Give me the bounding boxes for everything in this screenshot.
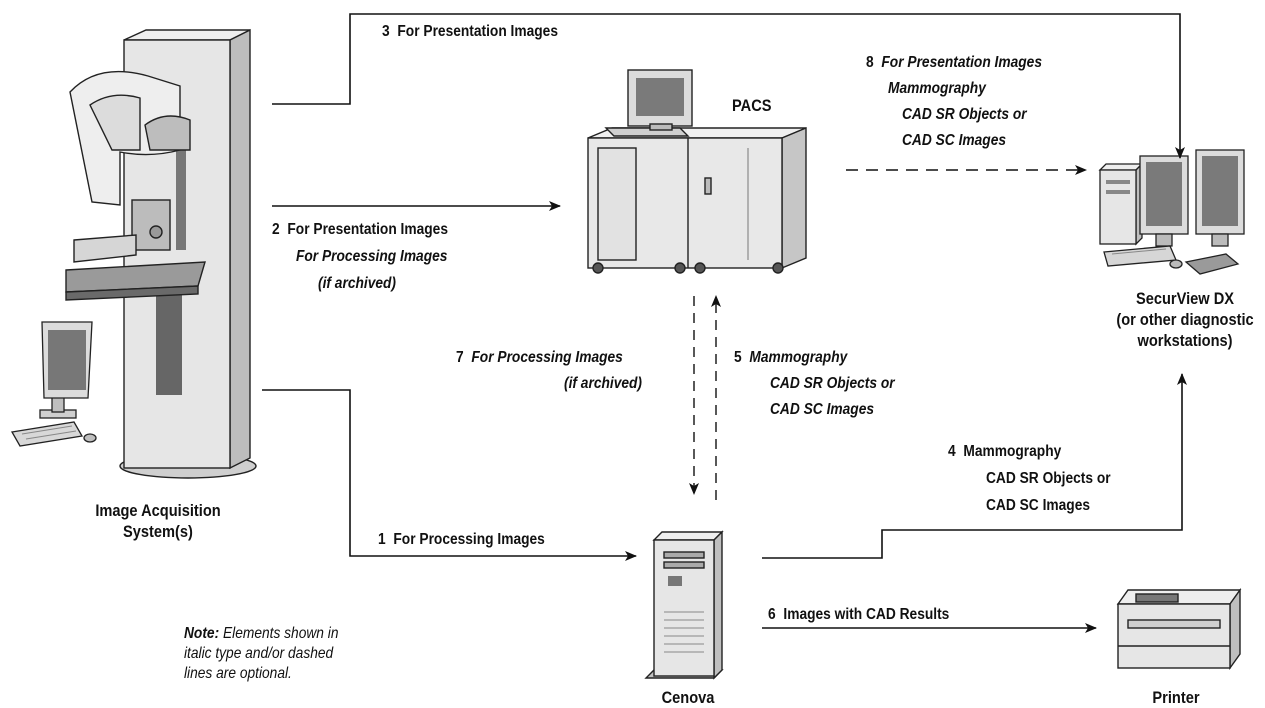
securview-caption: SecurView DX (or other diagnostic workst… [1099, 288, 1265, 351]
acquisition-caption-line1: Image Acquisition [95, 501, 221, 520]
flow-3-label: 3 For Presentation Images [382, 22, 558, 41]
flow-4-number: 4 [948, 443, 956, 460]
printer-caption: Printer [1152, 688, 1200, 707]
acquisition-workstation-icon [10, 321, 97, 447]
flow-3-arrow [272, 13, 1185, 159]
flow-2-text-line1: For Presentation Images [287, 221, 448, 238]
flow-1-arrow [262, 389, 637, 561]
flow-8-text-line2: Mammography [888, 80, 986, 97]
securview-caption-line1: SecurView DX [1135, 289, 1235, 308]
flow-8-text-line3: CAD SR Objects or [902, 106, 1027, 123]
flow-5-text-line3: CAD SC Images [770, 401, 874, 418]
flow-3-number: 3 [382, 23, 390, 40]
note-line3: lines are optional. [184, 665, 292, 682]
flow-8-number: 8 [866, 54, 874, 71]
note-line2: italic type and/or dashed [184, 645, 334, 662]
pacs-caption: PACS [732, 96, 772, 115]
flow-6-text: Images with CAD Results [783, 606, 950, 623]
flow-8-text-line4: CAD SC Images [902, 132, 1006, 149]
flow-2-number: 2 [272, 221, 280, 238]
securview-caption-line2: (or other diagnostic [1116, 310, 1254, 329]
note-title: Note: [184, 625, 220, 642]
flow-3-text: For Presentation Images [397, 23, 558, 40]
flow-5-label: 5 Mammography [734, 348, 847, 367]
flow-6-number: 6 [768, 606, 776, 623]
mammography-unit-icon [65, 28, 257, 479]
flow-4-text-line1: Mammography [963, 443, 1062, 460]
flow-5-text-line2: CAD SR Objects or [770, 375, 895, 392]
cenova-server-icon [644, 530, 724, 680]
flow-4-text-line2: CAD SR Objects or [986, 470, 1111, 487]
optional-elements-note: Note: Elements shown in italic type and/… [184, 624, 338, 684]
securview-caption-line3: workstations) [1137, 331, 1233, 350]
flow-4-arrow [762, 373, 1187, 559]
acquisition-caption: Image Acquisition System(s) [72, 500, 244, 542]
pacs-server-icon [587, 69, 807, 274]
flow-1-number: 1 [378, 531, 386, 548]
flow-8-text-line1: For Presentation Images [881, 54, 1042, 71]
acquisition-caption-line2: System(s) [123, 522, 193, 541]
flow-6-label: 6 Images with CAD Results [768, 605, 949, 624]
flow-2-text-line2: For Processing Images [296, 248, 448, 265]
flow-2-label: 2 For Presentation Images [272, 220, 448, 239]
cenova-caption: Cenova [661, 688, 715, 707]
flow-4-text-line3: CAD SC Images [986, 497, 1090, 514]
flow-5-number: 5 [734, 349, 742, 366]
flow-7-number: 7 [456, 349, 464, 366]
flow-2-text-line3: (if archived) [318, 275, 396, 292]
flow-7-label: 7 For Processing Images [456, 348, 623, 367]
securview-workstation-icon [1098, 149, 1245, 275]
flow-7-text-line2: (if archived) [564, 375, 642, 392]
flow-4-label: 4 Mammography [948, 442, 1061, 461]
note-line1: Elements shown in [222, 625, 339, 642]
flow-5-text-line1: Mammography [749, 349, 848, 366]
flow-1-label: 1 For Processing Images [378, 530, 545, 549]
flow-1-text: For Processing Images [393, 531, 545, 548]
flow-7-text-line1: For Processing Images [471, 349, 623, 366]
printer-icon [1116, 587, 1242, 671]
flow-8-label: 8 For Presentation Images [866, 53, 1042, 72]
